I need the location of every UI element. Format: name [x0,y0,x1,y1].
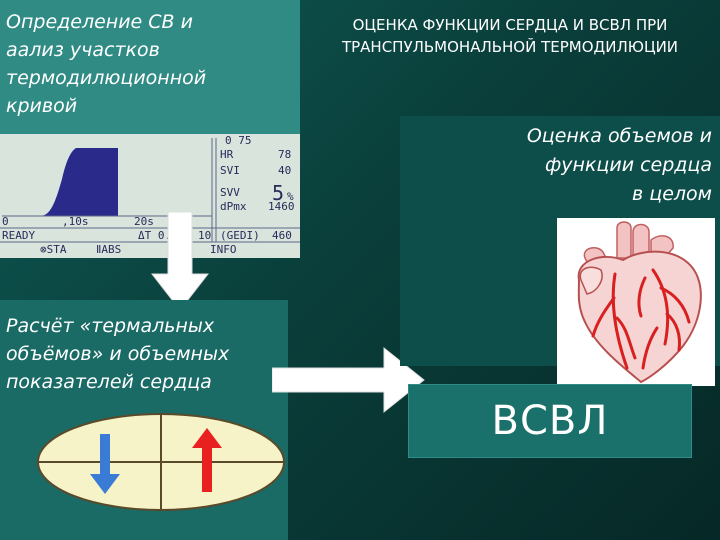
monitor-top-partial: 0 75 [225,134,252,147]
arrow-up-red-icon [192,428,222,492]
btn-sta: ⊗STA [40,243,67,256]
svv-unit: % [287,190,294,203]
axis-label-10s: ,10s [62,215,89,228]
thermal-volumes-panel: Расчёт «термальных объёмов» и объемных п… [0,300,288,540]
volume-ellipse-diagram [36,412,286,516]
svi-label: SVI [220,164,240,177]
status-ready: READY [2,229,35,242]
svv-label: SVV [220,186,240,199]
dpmx-value: 1460 [268,200,295,213]
thermodilution-caption: Определение СВ и аализ участков термодил… [6,11,207,117]
evlw-label-box: ВСВЛ [408,384,692,458]
dpmx-label: dPmx [220,200,247,213]
value-10: 10 [198,229,211,242]
heart-function-caption: Оценка объемов и функции сердца в целом [526,125,712,205]
heart-illustration [557,218,715,386]
svi-value: 40 [278,164,291,177]
svv-value: 5 [272,181,284,205]
hr-label: HR [220,148,234,161]
slide-title: ОЦЕНКА ФУНКЦИИ СЕРДЦА И ВСВЛ ПРИ ТРАНСПУ… [341,16,679,56]
axis-label-0: 0 [2,215,9,228]
btn-info: INFO [210,243,237,256]
gedi-label: (GEDI) [220,229,260,242]
monitor-screen: 0 75 HR 78 SVI 40 SVV 5 % dPmx 1460 0 ,1… [0,134,300,258]
gedi-value: 460 [272,229,292,242]
arrow-down-blue-icon [90,434,120,494]
monitor-display: 0 75 HR 78 SVI 40 SVV 5 % dPmx 1460 0 ,1… [0,134,300,258]
hr-value: 78 [278,148,291,161]
thermal-volumes-caption: Расчёт «термальных объёмов» и объемных п… [6,315,230,393]
arrow-down-icon [150,211,210,316]
arrow-right-icon [271,340,432,424]
axis-label-20s: 20s [134,215,154,228]
btn-abs: ⅡABS [96,243,121,256]
thermodilution-curve [2,148,118,216]
